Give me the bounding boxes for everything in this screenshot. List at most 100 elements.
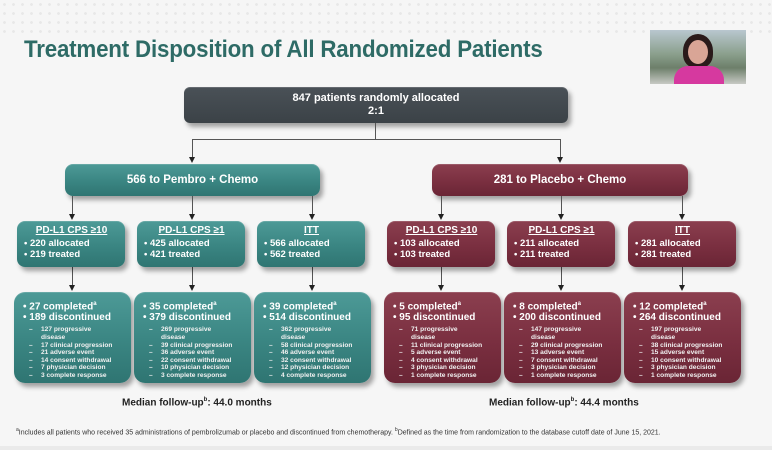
pembro-cps1-box: PD-L1 CPS ≥1 • 425 allocated • 421 treat…	[137, 221, 245, 267]
connector-line	[441, 267, 442, 286]
discontinuation-reasons: 197 progressive disease38 clinical progr…	[639, 326, 735, 379]
median-value: : 44.0 months	[207, 397, 272, 409]
allocated-count: • 566 allocated	[264, 238, 330, 249]
arrow-down-icon	[309, 214, 315, 220]
discontinuation-reason: 7 physician decision	[29, 364, 125, 372]
arrow-down-icon	[189, 285, 195, 291]
completed-text: • 12 completed	[633, 301, 704, 313]
completed-text: • 5 completed	[393, 301, 458, 313]
connector-line	[561, 267, 562, 286]
discontinuation-reason: 58 clinical progression	[269, 342, 365, 350]
pembro-cps10-disposition-box: • 27 completeda• 189 discontinued127 pro…	[14, 292, 131, 383]
decorative-dot-pattern	[0, 0, 772, 34]
group-header: PD-L1 CPS ≥1	[528, 225, 595, 236]
slide-footnote: aIncludes all patients who received 35 a…	[16, 425, 716, 438]
treated-count: • 103 treated	[394, 249, 451, 260]
pembro-cps10-box: PD-L1 CPS ≥10 • 220 allocated • 219 trea…	[17, 221, 125, 267]
discontinuation-reason: 36 adverse event	[149, 349, 245, 357]
discontinuation-reason: 362 progressive disease	[269, 326, 339, 341]
footnote-marker: a	[333, 301, 337, 307]
presenter-video-thumbnail[interactable]	[650, 30, 746, 84]
discontinued-count: • 200 discontinued	[513, 312, 601, 324]
pembro-itt-disposition-box: • 39 completeda• 514 discontinued362 pro…	[254, 292, 371, 383]
discontinuation-reason: 4 complete response	[269, 372, 365, 380]
discontinuation-reason: 7 consent withdrawal	[519, 357, 615, 365]
arrow-down-icon	[69, 285, 75, 291]
arrow-down-icon	[558, 214, 564, 220]
median-label: Median follow-up	[122, 397, 204, 409]
discontinuation-reasons: 362 progressive disease58 clinical progr…	[269, 326, 365, 379]
footnote-b-text: Defined as the time from randomization t…	[397, 429, 661, 437]
placebo-median-followup: Median follow-upb: 44.4 months	[489, 397, 639, 408]
discontinuation-reason: 13 adverse event	[519, 349, 615, 357]
median-value: : 44.4 months	[574, 397, 639, 409]
group-header: ITT	[675, 225, 690, 236]
discontinuation-reason: 39 clinical progression	[149, 342, 245, 350]
discontinuation-reason: 3 physician decision	[639, 364, 735, 372]
discontinuation-reason: 21 adverse event	[29, 349, 125, 357]
treated-count: • 421 treated	[144, 249, 201, 260]
discontinuation-reason: 3 complete response	[29, 372, 125, 380]
placebo-itt-box: ITT • 281 allocated • 281 treated	[628, 221, 736, 267]
discontinued-count: • 264 discontinued	[633, 312, 721, 324]
discontinued-count: • 95 discontinued	[393, 312, 476, 324]
group-header: ITT	[304, 225, 319, 236]
placebo-cps1-box: PD-L1 CPS ≥1 • 211 allocated • 211 treat…	[507, 221, 615, 267]
discontinuation-reason: 3 complete response	[149, 372, 245, 380]
allocated-count: • 220 allocated	[24, 238, 90, 249]
connector-line	[682, 267, 683, 286]
treated-count: • 562 treated	[264, 249, 321, 260]
discontinuation-reason: 4 consent withdrawal	[399, 357, 495, 365]
discontinuation-reason: 15 adverse event	[639, 349, 735, 357]
footnote-marker: a	[93, 301, 97, 307]
discontinuation-reason: 32 consent withdrawal	[269, 357, 365, 365]
connector-line	[312, 196, 313, 215]
connector-line	[192, 267, 193, 286]
discontinuation-reason: 1 complete response	[399, 372, 495, 380]
treated-count: • 219 treated	[24, 249, 81, 260]
randomization-ratio: 2:1	[368, 105, 384, 117]
footnote-marker: a	[457, 301, 461, 307]
discontinuation-reason: 22 consent withdrawal	[149, 357, 245, 365]
discontinuation-reason: 46 adverse event	[269, 349, 365, 357]
treated-count: • 211 treated	[514, 249, 570, 260]
discontinuation-reason: 127 progressive disease	[29, 326, 99, 341]
pembro-arm-box: 566 to Pembro + Chemo	[65, 164, 320, 196]
placebo-arm-box: 281 to Placebo + Chemo	[432, 164, 688, 196]
arrow-down-icon	[438, 214, 444, 220]
arrow-down-icon	[189, 214, 195, 220]
arrow-down-icon	[438, 285, 444, 291]
pembro-itt-box: ITT • 566 allocated • 562 treated	[257, 221, 365, 267]
placebo-cps10-box: PD-L1 CPS ≥10 • 103 allocated • 103 trea…	[387, 221, 495, 267]
discontinuation-reason: 197 progressive disease	[639, 326, 709, 341]
arrow-down-icon	[557, 157, 563, 163]
discontinuation-reason: 147 progressive disease	[519, 326, 589, 341]
placebo-cps10-disposition-box: • 5 completeda• 95 discontinued71 progre…	[384, 292, 501, 383]
connector-line	[560, 139, 561, 159]
randomized-count: 847 patients randomly allocated	[292, 92, 460, 104]
arrow-down-icon	[69, 214, 75, 220]
allocated-count: • 425 allocated	[144, 238, 210, 249]
connector-line	[192, 139, 193, 159]
completed-text: • 35 completed	[143, 301, 214, 313]
bottom-strip	[0, 446, 772, 450]
arrow-down-icon	[189, 157, 195, 163]
discontinuation-reason: 17 clinical progression	[29, 342, 125, 350]
connector-line	[375, 123, 376, 139]
allocated-count: • 103 allocated	[394, 238, 460, 249]
footnote-marker: a	[16, 427, 19, 433]
group-header: PD-L1 CPS ≥1	[158, 225, 225, 236]
connector-line	[192, 139, 561, 140]
completed-count: • 39 completeda	[263, 299, 365, 312]
discontinuation-reasons: 147 progressive disease29 clinical progr…	[519, 326, 615, 379]
connector-line	[682, 196, 683, 215]
footnote-marker: b	[203, 397, 208, 403]
discontinuation-reason: 14 consent withdrawal	[29, 357, 125, 365]
group-header: PD-L1 CPS ≥10	[405, 225, 478, 236]
completed-text: • 39 completed	[263, 301, 334, 313]
completed-count: • 5 completeda	[393, 299, 495, 312]
connector-line	[72, 196, 73, 215]
placebo-cps1-disposition-box: • 8 completeda• 200 discontinued147 prog…	[504, 292, 621, 383]
placebo-itt-disposition-box: • 12 completeda• 264 discontinued197 pro…	[624, 292, 741, 383]
pembro-cps1-disposition-box: • 35 completeda• 379 discontinued269 pro…	[134, 292, 251, 383]
